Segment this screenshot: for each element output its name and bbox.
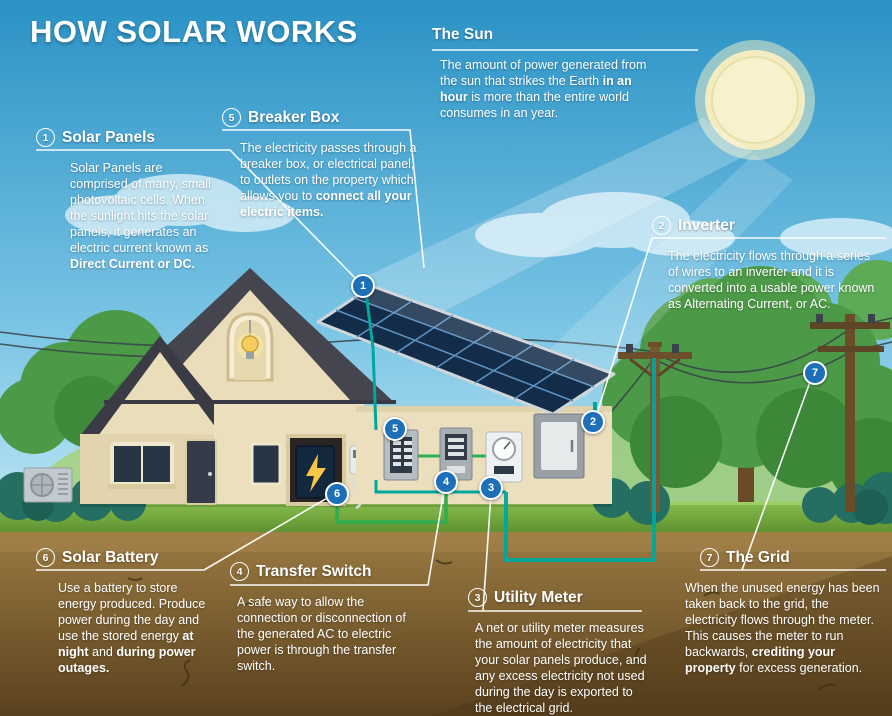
- callout-breaker-box: 5 Breaker Box The electricity passes thr…: [222, 108, 425, 220]
- the-grid-heading: 7 The Grid: [700, 548, 881, 567]
- inverter-heading-label: Inverter: [678, 216, 735, 234]
- number-badge-6: 6: [36, 548, 55, 567]
- number-badge-1: 1: [36, 128, 55, 147]
- sun-heading: The Sun: [432, 26, 658, 44]
- utility-meter-heading: 3 Utility Meter: [468, 588, 651, 607]
- power-pole-right: [810, 314, 890, 512]
- callout-lines: [36, 49, 886, 612]
- breaker-box-body-text: The electricity passes through a breaker…: [240, 141, 417, 219]
- ac-unit-graphic: [23, 467, 73, 503]
- solar-panels-body-text: Solar Panels are comprised of many, smal…: [70, 161, 211, 271]
- marker-6-solar-battery: 6: [325, 482, 349, 506]
- transfer-switch-heading-label: Transfer Switch: [256, 562, 372, 580]
- the-grid-heading-label: The Grid: [726, 548, 790, 566]
- marker-2-inverter: 2: [581, 410, 605, 434]
- breaker-box-graphic: [383, 429, 419, 481]
- callout-the-sun: The Sun The amount of power generated fr…: [432, 26, 658, 121]
- callout-transfer-switch: 4 Transfer Switch A safe way to allow th…: [230, 562, 423, 674]
- callout-solar-panels: 1 Solar Panels Solar Panels are comprise…: [36, 128, 220, 272]
- sun-heading-label: The Sun: [432, 26, 494, 43]
- number-badge-2: 2: [652, 216, 671, 235]
- number-badge-5: 5: [222, 108, 241, 127]
- solar-battery-heading: 6 Solar Battery: [36, 548, 218, 567]
- sun-body-text: The amount of power generated from the s…: [440, 58, 647, 120]
- transfer-switch-heading: 4 Transfer Switch: [230, 562, 423, 581]
- inverter-heading: 2 Inverter: [652, 216, 880, 235]
- marker-7-the-grid: 7: [803, 361, 827, 385]
- dirt: [0, 532, 892, 716]
- solar-panels-heading: 1 Solar Panels: [36, 128, 220, 147]
- house-illustration: [23, 268, 616, 510]
- solar-panel-array: [316, 284, 616, 416]
- utility-meter-heading-label: Utility Meter: [494, 588, 583, 606]
- utility-meter-graphic: [485, 431, 523, 483]
- inverter-body-text: The electricity flows through a series o…: [668, 249, 875, 311]
- marker-5-breaker-box: 5: [383, 417, 407, 441]
- marker-4-transfer-switch: 4: [434, 470, 458, 494]
- transfer-switch-graphic: [439, 427, 473, 481]
- transfer-switch-body-text: A safe way to allow the connection or di…: [237, 595, 406, 673]
- callout-solar-battery: 6 Solar Battery Use a battery to store e…: [36, 548, 218, 676]
- inverter-cabinet-graphic: [533, 413, 585, 479]
- sun-icon: [695, 40, 815, 160]
- light-bulb-icon: [226, 312, 274, 382]
- callout-utility-meter: 3 Utility Meter A net or utility meter m…: [468, 588, 651, 716]
- solar-battery-heading-label: Solar Battery: [62, 548, 159, 566]
- sun-beams: [352, 118, 793, 398]
- page-title: HOW SOLAR WORKS: [30, 14, 358, 49]
- clouds: [65, 174, 892, 258]
- solar-panels-heading-label: Solar Panels: [62, 128, 156, 146]
- breaker-box-heading-label: Breaker Box: [248, 108, 340, 126]
- number-badge-3: 3: [468, 588, 487, 607]
- number-badge-4: 4: [230, 562, 249, 581]
- marker-1-solar-panels: 1: [351, 274, 375, 298]
- number-badge-7: 7: [700, 548, 719, 567]
- marker-3-utility-meter: 3: [479, 476, 503, 500]
- the-grid-body-text: When the unused energy has been taken ba…: [685, 581, 880, 675]
- callout-inverter: 2 Inverter The electricity flows through…: [652, 216, 880, 312]
- utility-meter-body-text: A net or utility meter measures the amou…: [475, 621, 647, 715]
- solar-battery-body-text: Use a battery to store energy produced. …: [58, 581, 206, 675]
- breaker-box-heading: 5 Breaker Box: [222, 108, 425, 127]
- callout-the-grid: 7 The Grid When the unused energy has be…: [685, 548, 881, 676]
- wiring-underground: [335, 358, 656, 562]
